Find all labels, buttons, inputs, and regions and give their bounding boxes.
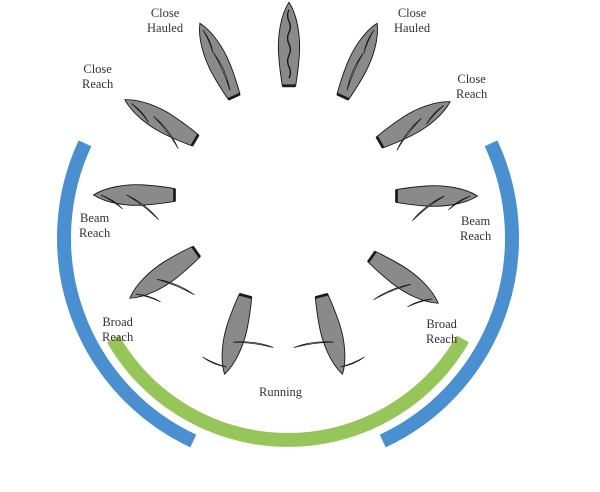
hull: [336, 22, 378, 100]
label-beam-reach-right: Beam Reach: [460, 214, 491, 244]
label-broad-reach-left: Broad Reach: [102, 315, 133, 345]
mainsail: [412, 195, 445, 222]
jib: [202, 29, 214, 54]
hull: [367, 250, 439, 304]
label-line: Reach: [102, 330, 134, 344]
label-close-reach-left: Close Reach: [82, 62, 113, 92]
boat-broad-reach-left: [129, 245, 201, 303]
blue-arc-right: [379, 140, 520, 448]
hull: [199, 22, 241, 100]
label-line: Running: [259, 385, 303, 399]
boat-close-hauled-left: [199, 22, 241, 101]
boats-layer: [92, 1, 479, 375]
label-line: Close: [83, 62, 112, 76]
label-line: Beam: [80, 211, 110, 225]
mainsail: [373, 283, 412, 301]
label-close-reach-right: Close Reach: [456, 72, 487, 102]
mainsail: [293, 341, 334, 348]
label-line: Close: [150, 6, 180, 20]
label-line: Reach: [456, 87, 488, 101]
blue-arc-left: [56, 140, 197, 448]
label-beam-reach-left: Beam Reach: [79, 211, 110, 241]
jib: [202, 356, 227, 368]
boat-beam-reach-right: [395, 185, 479, 222]
jib: [363, 29, 375, 54]
label-running: Running: [259, 385, 302, 400]
transom: [375, 135, 385, 149]
jib: [131, 103, 150, 123]
jib: [100, 194, 123, 210]
jib: [407, 298, 433, 308]
label-line: Hauled: [147, 21, 184, 35]
boat-close-reach-left: [124, 99, 200, 149]
label-line: Broad: [102, 315, 133, 329]
label-line: Reach: [79, 226, 111, 240]
hull: [376, 101, 451, 149]
boat-in-irons: [277, 1, 301, 88]
hull: [129, 245, 201, 299]
jib: [340, 356, 365, 368]
hull: [314, 293, 346, 375]
hull: [92, 184, 175, 206]
jib: [135, 293, 161, 303]
mainsail: [213, 53, 231, 91]
mainsail: [346, 53, 364, 91]
luffing-sail: [286, 9, 292, 79]
label-line: Close: [457, 72, 486, 86]
transom: [190, 133, 200, 147]
boat-broad-reach-right: [367, 250, 439, 308]
mainsail: [396, 118, 422, 151]
mainsail: [153, 116, 179, 149]
jib: [425, 105, 444, 125]
mainsail: [126, 194, 159, 221]
label-line: Reach: [82, 77, 114, 91]
hull: [396, 185, 479, 207]
transom: [314, 292, 329, 299]
hull: [124, 99, 199, 147]
hull: [221, 293, 253, 375]
label-line: Hauled: [394, 21, 431, 35]
label-broad-reach-right: Broad Reach: [426, 317, 457, 347]
label-line: Broad: [426, 317, 457, 331]
jib: [448, 195, 471, 211]
mainsail: [233, 341, 274, 348]
boat-beam-reach-left: [92, 184, 176, 221]
label-line: Reach: [426, 332, 458, 346]
boat-close-reach-right: [375, 101, 451, 151]
transom: [238, 292, 253, 299]
boat-running-right: [293, 292, 365, 375]
label-line: Close: [397, 6, 427, 20]
transom: [227, 92, 241, 101]
label-close-hauled-left: Close Hauled: [147, 6, 183, 36]
green-arc: [107, 335, 469, 447]
transom: [191, 245, 201, 258]
boat-running-left: [202, 292, 274, 375]
mainsail: [156, 278, 195, 296]
label-line: Beam: [461, 214, 491, 228]
transom: [367, 250, 377, 263]
label-close-hauled-right: Close Hauled: [394, 6, 430, 36]
label-line: Reach: [460, 229, 492, 243]
boat-close-hauled-right: [336, 22, 378, 101]
transom: [336, 92, 350, 101]
